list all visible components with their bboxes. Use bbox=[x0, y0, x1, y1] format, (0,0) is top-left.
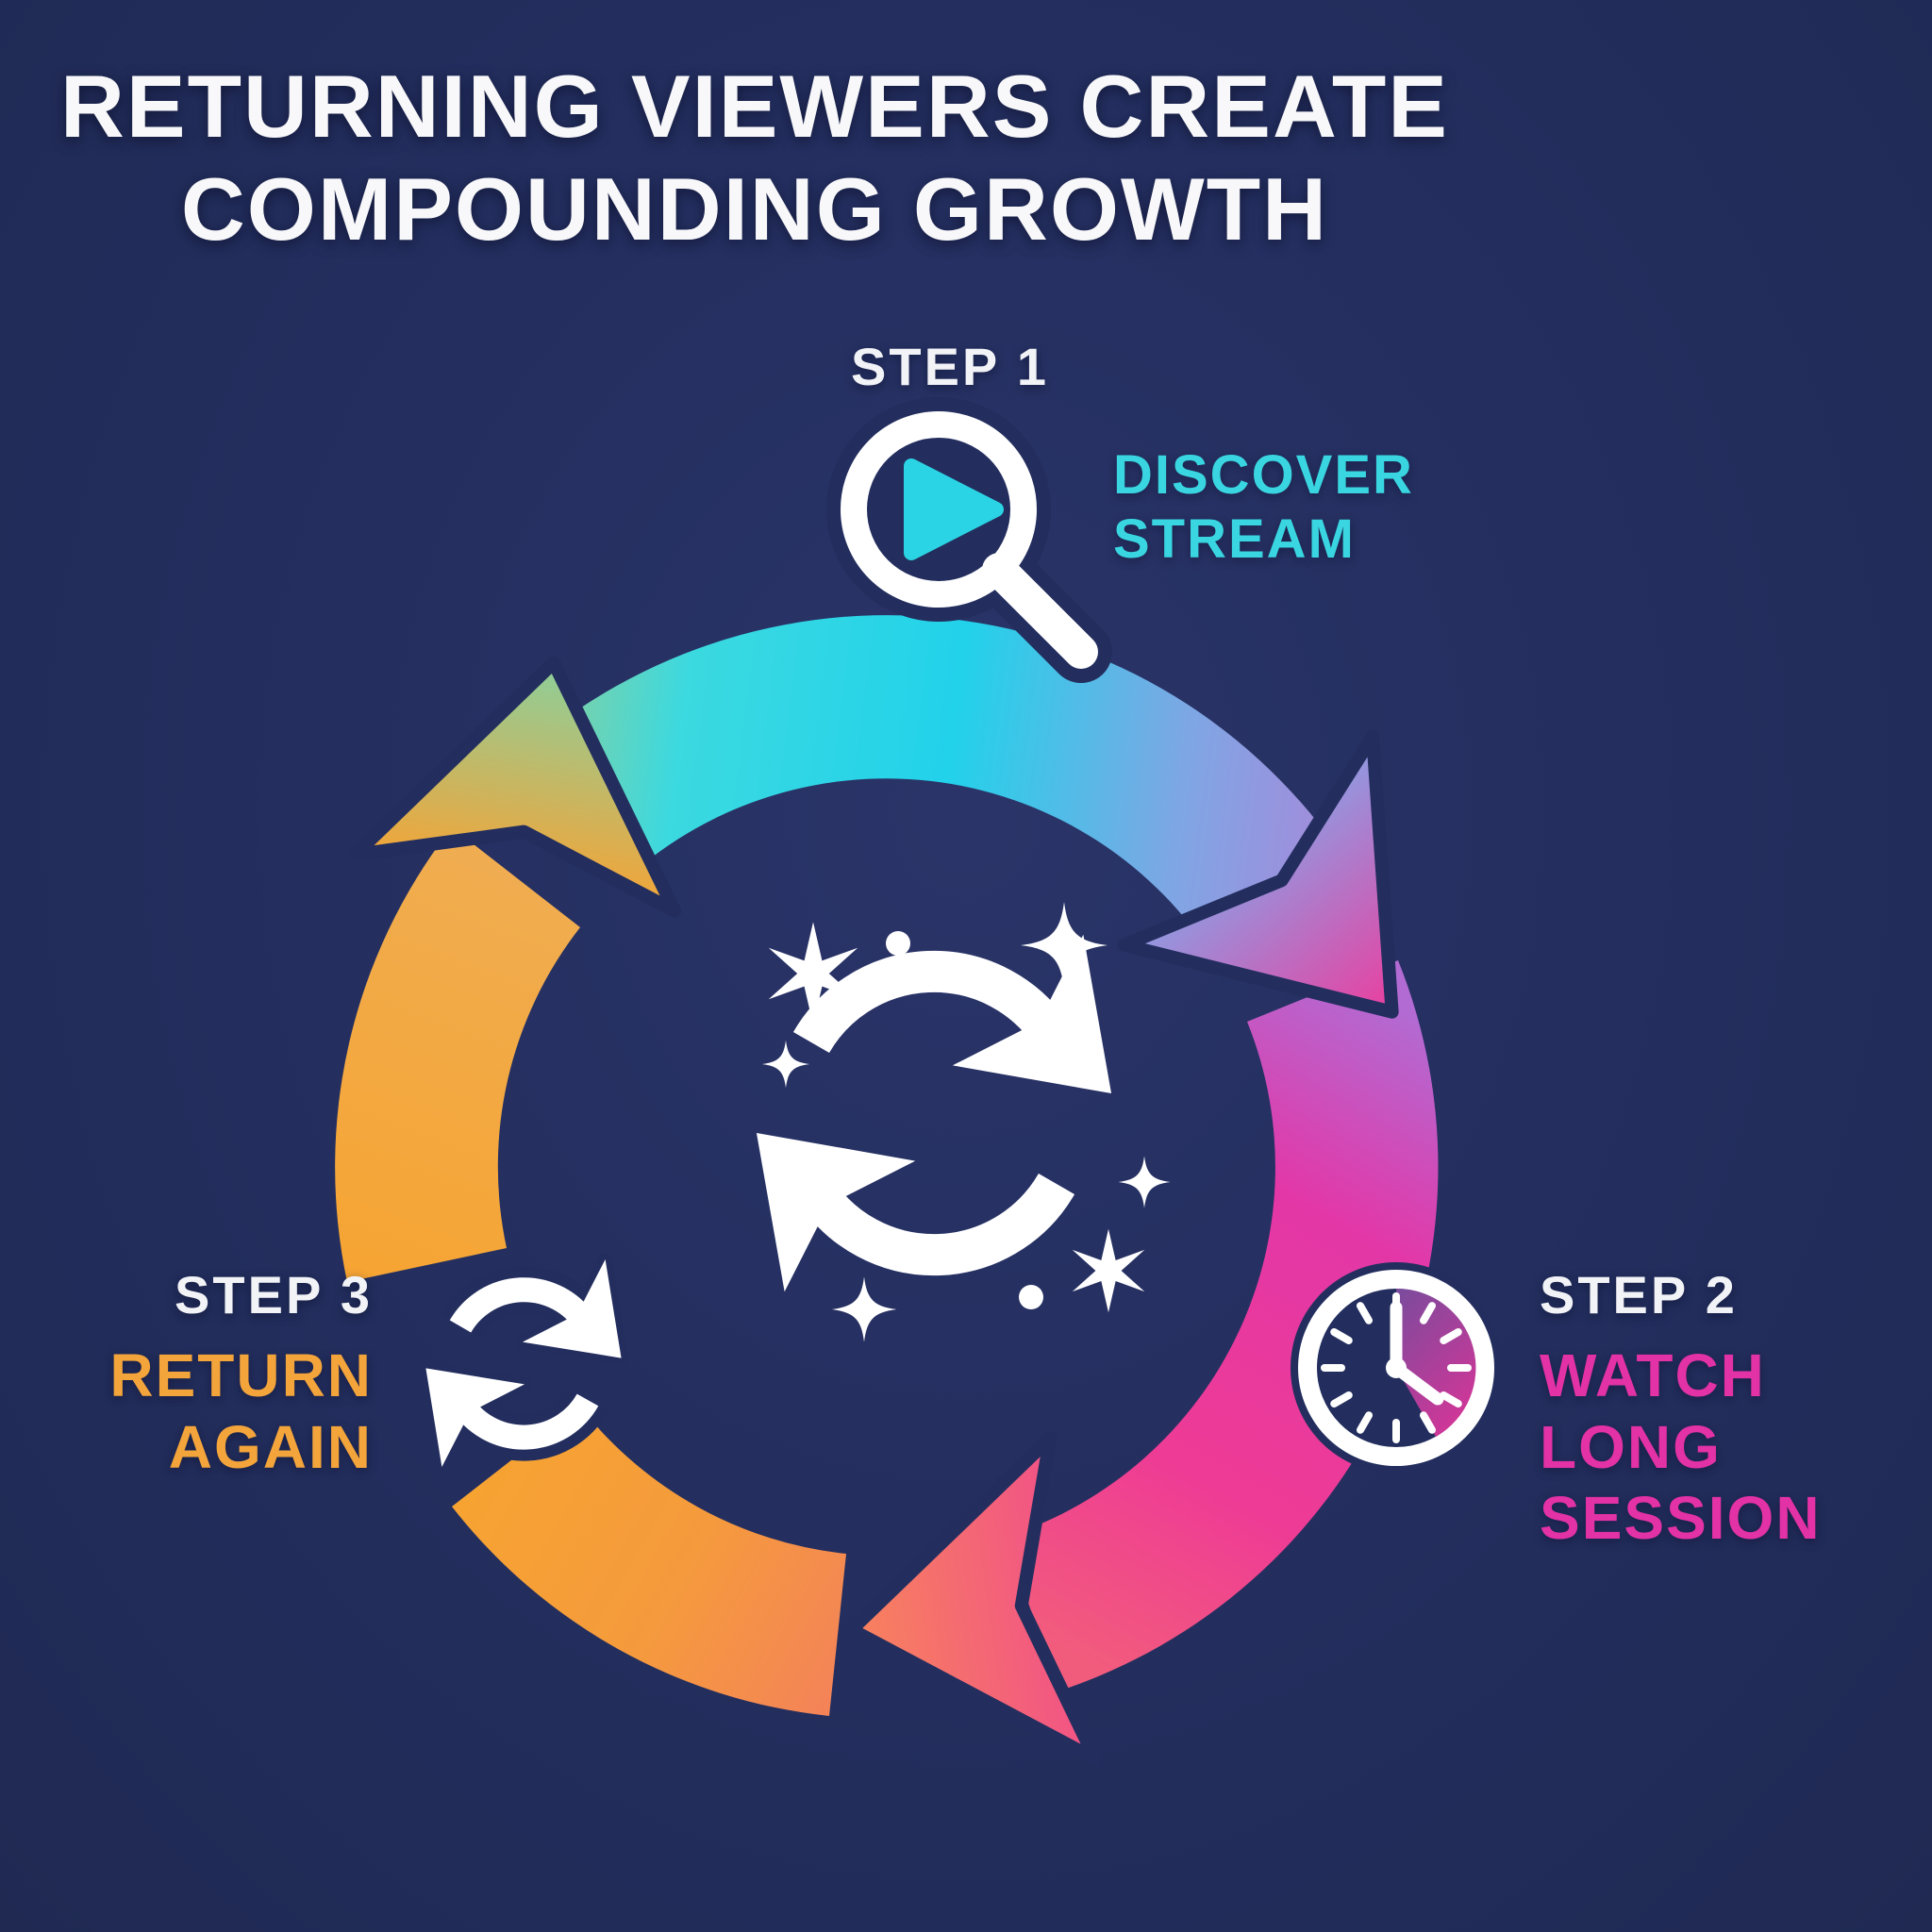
page-title: RETURNING VIEWERS CREATE COMPOUNDING GRO… bbox=[60, 57, 1449, 259]
step3-block: STEP 3 RETURN AGAIN bbox=[109, 1264, 373, 1483]
refresh-arc-bottom bbox=[453, 1393, 599, 1450]
cycle-arc-top bbox=[792, 950, 1068, 1054]
cycle-refresh-icon bbox=[756, 934, 1112, 1292]
ring-arrowhead-top-left-icon bbox=[348, 656, 682, 918]
cycle-ring bbox=[335, 615, 1439, 1766]
step1-label: STEP 1 bbox=[851, 337, 1049, 396]
ring-segment-return-left bbox=[335, 827, 580, 1282]
refresh-arc-top bbox=[449, 1277, 594, 1333]
sparkle-icon bbox=[761, 1040, 810, 1089]
ring-segment-discover bbox=[518, 615, 1355, 961]
clock-center-dot bbox=[1386, 1357, 1407, 1378]
magnifier-handle bbox=[982, 553, 1098, 669]
step1-title: DISCOVER STREAM bbox=[1113, 444, 1414, 571]
sparkle-dot bbox=[886, 931, 910, 956]
ring-arrowhead-bottom-icon bbox=[844, 1431, 1103, 1766]
sparkles bbox=[761, 902, 1171, 1342]
cycle-arrowhead-left bbox=[756, 1132, 916, 1292]
ring-segment-watch bbox=[1007, 960, 1439, 1691]
sparkle-icon bbox=[831, 1276, 897, 1342]
refresh-arrowhead-right bbox=[522, 1258, 622, 1358]
sparkle-icon bbox=[1072, 1228, 1145, 1313]
play-triangle-icon bbox=[904, 458, 1004, 560]
refresh-arrowhead-left bbox=[425, 1368, 525, 1468]
refresh-icon bbox=[419, 1252, 628, 1474]
step2-title: WATCH LONG SESSION bbox=[1540, 1341, 1822, 1553]
cycle-arrowhead-right bbox=[952, 934, 1112, 1094]
sparkle-icon bbox=[1021, 902, 1108, 989]
step2-block: STEP 2 WATCH LONG SESSION bbox=[1540, 1264, 1822, 1555]
ring-arrowhead-right-icon bbox=[1117, 729, 1399, 1019]
cycle-arc-bottom bbox=[800, 1173, 1075, 1276]
ring-segment-return-bottom bbox=[452, 1407, 846, 1716]
step3-label: STEP 3 bbox=[175, 1265, 373, 1324]
sparkle-dot bbox=[1019, 1285, 1043, 1309]
clock-icon bbox=[1291, 1262, 1502, 1474]
step3-title: RETURN AGAIN bbox=[109, 1341, 373, 1481]
magnifier-play-icon bbox=[826, 397, 1112, 683]
step2-label: STEP 2 bbox=[1540, 1265, 1738, 1324]
sparkle-icon bbox=[1118, 1156, 1171, 1208]
